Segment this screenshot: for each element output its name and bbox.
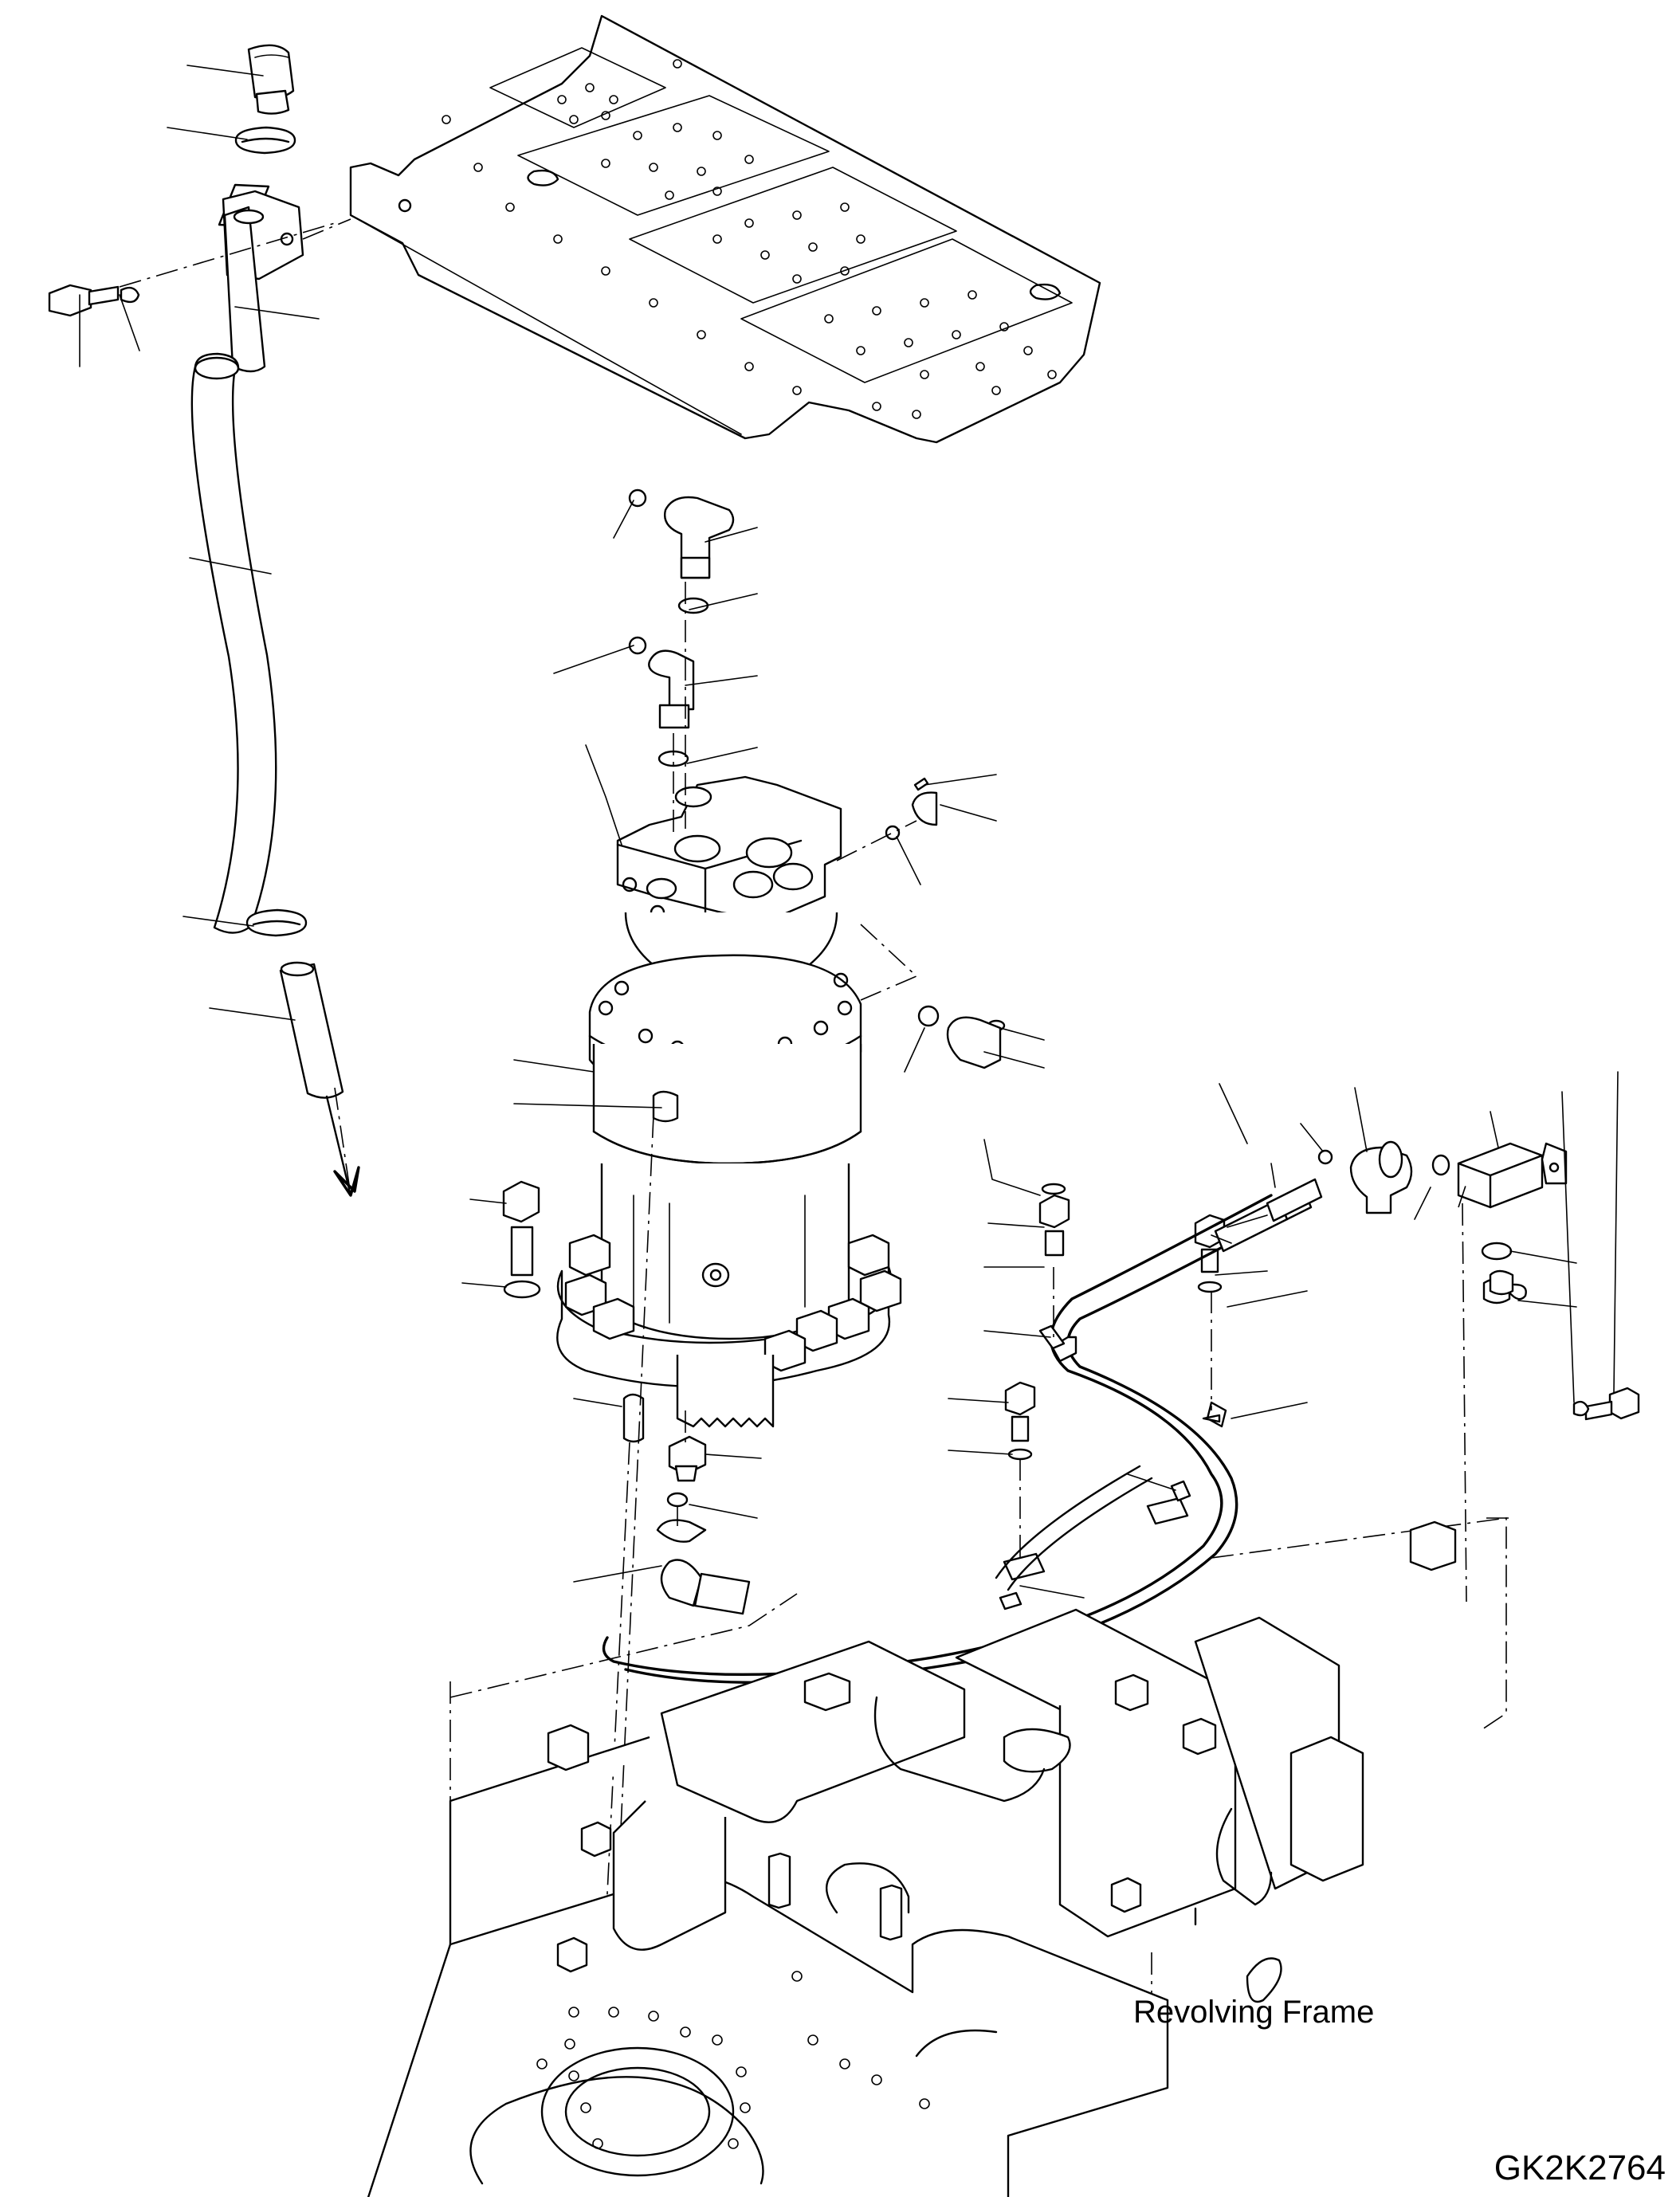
- drain-hose: [602, 1178, 1323, 1685]
- elbow-fittings-upper: [628, 488, 735, 837]
- small-fittings: [836, 777, 1006, 1069]
- leader-lines: [79, 65, 1619, 1599]
- filler-pipe-assembly: [48, 44, 360, 1197]
- bolts-and-washers: [502, 1180, 1640, 1461]
- right-fittings: [1317, 1140, 1568, 1603]
- drawing-code-label: GK2K2764: [1494, 2148, 1666, 2187]
- floor-plate-holes: [442, 59, 1057, 419]
- ring-bolts: [564, 1234, 902, 1372]
- lower-fittings: [656, 1410, 707, 1543]
- frame-bosses: [547, 1520, 1457, 1973]
- revolving-frame-label: Revolving Frame: [1133, 1995, 1374, 2030]
- revolving-frame: [367, 1517, 1507, 2197]
- floor-plate: [349, 14, 1101, 444]
- frame-holes: [536, 1971, 930, 2149]
- swing-motor: [556, 775, 902, 1443]
